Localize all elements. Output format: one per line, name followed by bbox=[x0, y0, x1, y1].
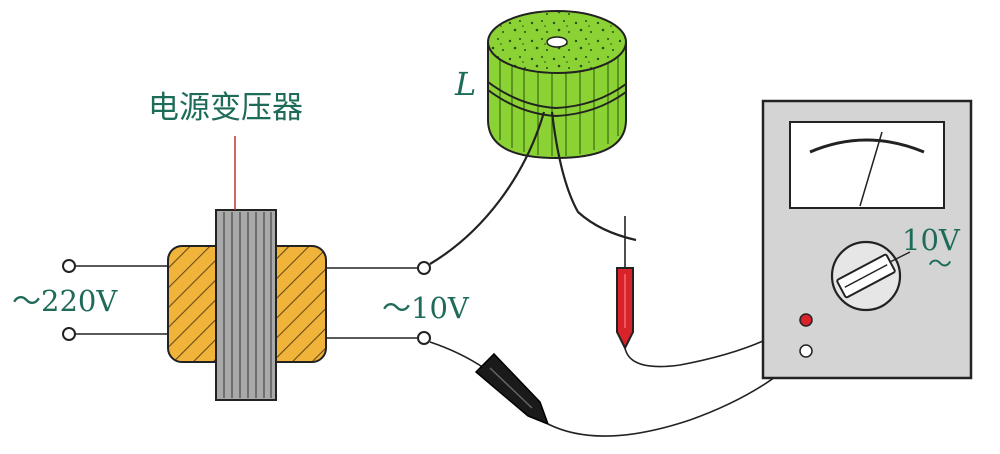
meter-scale-arc bbox=[809, 138, 925, 154]
primary-leads bbox=[62, 259, 168, 341]
input-voltage-label: ～220V bbox=[12, 284, 118, 318]
coil-center-hole bbox=[546, 36, 568, 48]
transformer-label: 电源变压器 bbox=[148, 90, 303, 126]
coil-lead-right bbox=[550, 111, 637, 242]
black-probe-lead-top bbox=[429, 341, 485, 369]
transformer-core bbox=[215, 209, 277, 401]
black-test-probe bbox=[474, 352, 550, 426]
primary-terminal-bottom bbox=[62, 327, 76, 341]
coil-body bbox=[487, 41, 627, 160]
secondary-terminal-bottom bbox=[417, 331, 431, 345]
inductor-label: L bbox=[454, 65, 476, 103]
meter-terminal-red bbox=[799, 313, 813, 327]
multimeter bbox=[761, 99, 973, 380]
secondary-leads bbox=[326, 261, 431, 345]
meter-range-symbol: ～ bbox=[928, 250, 952, 278]
secondary-terminal-top bbox=[417, 261, 431, 275]
range-pointer-line bbox=[889, 251, 911, 263]
red-test-probe bbox=[616, 216, 634, 351]
inductor-coil bbox=[487, 10, 627, 160]
coil-lead-left bbox=[429, 111, 546, 265]
meter-dial-window bbox=[789, 121, 945, 209]
meter-range-label: 10V bbox=[902, 223, 961, 257]
power-transformer bbox=[167, 136, 327, 401]
core-laminations bbox=[223, 212, 272, 398]
output-voltage-label: ～10V bbox=[382, 291, 470, 325]
meter-needle bbox=[859, 131, 883, 207]
meter-terminal-common bbox=[799, 344, 813, 358]
primary-terminal-top bbox=[62, 259, 76, 273]
